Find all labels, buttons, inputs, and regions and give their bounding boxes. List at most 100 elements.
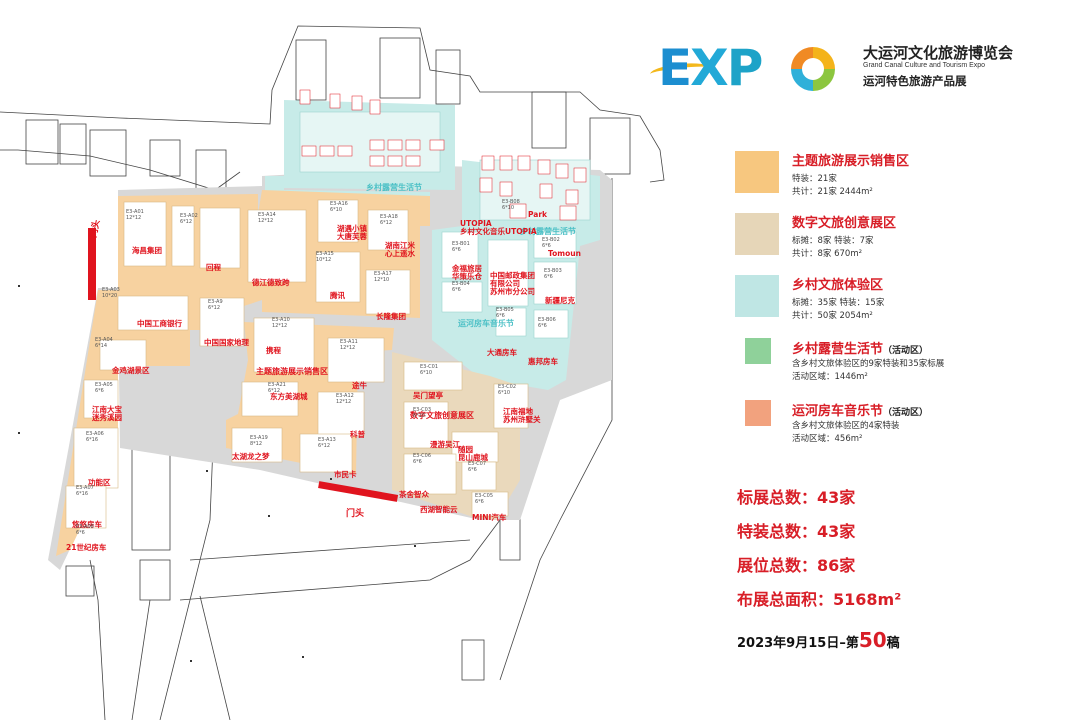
booth-code: E3-A10 12*12 — [272, 317, 290, 329]
booth-code: E3-A01 12*12 — [126, 209, 144, 221]
booth-code: E3-A08 6*6 — [76, 524, 94, 536]
legend-swatch-camping — [745, 338, 771, 364]
booth-code: E3-A17 12*10 — [374, 271, 392, 283]
expo-logo: EXP 大运河文化旅游博览会 Grand Canal Culture and T… — [649, 39, 1058, 100]
logo-o-ring — [791, 47, 835, 91]
booth-name: Park — [528, 210, 548, 219]
legend-title-rural: 乡村文旅体验区 — [792, 278, 884, 293]
booth-code: E3-A16 6*10 — [330, 201, 348, 213]
legend-line: 特装：21家 — [792, 174, 837, 184]
booth-name: 中国邮政集团 有限公司 苏州市分公司 — [490, 271, 535, 296]
booth-name: 江南大宝 迷秀溪园 — [92, 405, 122, 422]
booth-name: 新疆尼克 — [545, 296, 575, 305]
draft-date: 2023年9月15日–第50稿 — [737, 628, 900, 652]
booth-name: 海昌集团 — [132, 246, 162, 255]
legend-swatch-theme — [735, 151, 779, 193]
booth-blocks — [65, 199, 529, 529]
logo-title-cn: 大运河文化旅游博览会 — [863, 44, 1014, 62]
stat-booths: 展位总数：86家 — [737, 556, 856, 575]
legend-swatch-rv — [745, 400, 771, 426]
booth-name: 江南福地 苏州浒墅关 — [503, 407, 541, 424]
booth-code: E3-C05 6*6 — [475, 493, 493, 505]
area-label: 主题旅游展示销售区 — [256, 367, 328, 376]
booth-name: 21世纪房车 — [66, 543, 107, 552]
expo-wordmark: EXP — [658, 39, 763, 97]
booth-code: E3-A11 12*12 — [340, 339, 358, 351]
booth-name: 携程 — [266, 346, 281, 355]
booth-code: E3-A19 8*12 — [250, 435, 268, 447]
booth-code: E3-A06 6*16 — [86, 431, 104, 443]
legend-line: 共计：21家 2444m² — [792, 187, 873, 197]
booth-name: 惠邦房车 — [528, 357, 558, 366]
booth-name: 中国工商银行 — [137, 319, 182, 328]
booth-name: 吴门望亭 — [413, 391, 443, 400]
booth-name: 西湖智能云 — [420, 505, 458, 514]
area-label: 乡村露营生活节 — [366, 183, 422, 192]
legend-line: 含乡村文旅体验区的4家特装 — [792, 421, 900, 431]
booth-code: E3-C02 6*10 — [498, 384, 516, 396]
booth-name: 茶舍智众 — [399, 490, 429, 499]
booth-name: 德江德致跨 — [252, 278, 290, 287]
area-label: 乡村露营生活节 — [520, 227, 576, 236]
legend-line: 标摊：8家 特装：7家 — [792, 236, 874, 246]
floor-plan-drawing — [0, 25, 665, 720]
legend-line: 活动区域：1446m² — [792, 372, 868, 382]
booth-code: E3-A13 6*12 — [318, 437, 336, 449]
bottom-gate-label: 门头 — [346, 509, 365, 519]
area-label: 运河房车音乐节 — [458, 319, 514, 328]
legend-title-theme: 主题旅游展示销售区 — [792, 154, 910, 169]
booth-name: 金鸡湖景区 — [112, 366, 150, 375]
booth-code: E3-A12 12*12 — [336, 393, 354, 405]
legend-line: 标摊：35家 特装：15家 — [792, 298, 885, 308]
legend-swatch-digital — [735, 213, 779, 255]
booth-code: E3-A03 10*20 — [102, 287, 120, 299]
booth-name: Tomoun — [548, 249, 581, 258]
legend-title-camping: 乡村露营生活节（活动区） — [792, 342, 929, 357]
booth-name: 湖南江米 心上遥水 — [385, 241, 415, 258]
booth-name: 回程 — [206, 263, 221, 272]
booth-name: 太湖龙之梦 — [232, 452, 270, 461]
booth-name: 中国国家地理 — [204, 338, 249, 347]
booth-code: E3-B06 6*6 — [538, 317, 556, 329]
logo-title-en: Grand Canal Culture and Tourism Expo — [863, 62, 986, 69]
bottom-gate-bar — [318, 481, 399, 502]
booth-name: MINI汽车 — [472, 513, 507, 522]
booth-code: E3-A21 6*12 — [268, 382, 286, 394]
booth-name: 东方美湖城 — [270, 392, 308, 401]
booth-name: 湖遇小镇 大唐芙蓉 — [337, 224, 367, 241]
stat-area: 布展总面积：5168m² — [737, 590, 902, 609]
booth-code: E3-C07 6*6 — [468, 461, 486, 473]
booth-name: 途牛 — [352, 381, 367, 390]
logo-subtitle-cn: 运河特色旅游产品展 — [863, 74, 967, 88]
booth-code: E3-A02 6*12 — [180, 213, 198, 225]
booth-name: 漫游吴江 — [430, 440, 460, 449]
legend-line: 共计：8家 670m² — [792, 249, 863, 259]
booth-name: 随园 昆山鹿城 — [458, 445, 488, 462]
booth-code: E3-B01 6*6 — [452, 241, 470, 253]
booth-name: 功能区 — [88, 478, 111, 487]
booth-code: E3-A15 10*12 — [316, 251, 334, 263]
stat-special: 特装总数：43家 — [737, 522, 856, 541]
booth-code: E3-B04 6*6 — [452, 281, 470, 293]
booth-code: E3-A04 6*14 — [95, 337, 113, 349]
booth-code: E3-A05 6*6 — [95, 382, 113, 394]
booth-code: E3-A18 6*12 — [380, 214, 398, 226]
legend-title-rv: 运河房车音乐节（活动区） — [792, 404, 929, 419]
booth-code: E3-B08 6*10 — [502, 199, 520, 211]
legend-line: 共计：50家 2054m² — [792, 311, 873, 321]
legend-title-digital: 数字文旅创意展区 — [792, 216, 897, 231]
legend-line: 活动区域：456m² — [792, 434, 863, 444]
floor-plan-map: 门头 门头 乡村露营生活节乡村露营生活节运河房车音乐节数字文旅创意展区主题旅游展… — [0, 25, 665, 720]
booth-name: 科普 — [350, 430, 365, 439]
booth-name: 金福旅居 华策乐仓 — [452, 264, 482, 281]
booth-code: E3-A07 6*16 — [76, 485, 94, 497]
booth-name: 悠悠房车 — [72, 520, 102, 529]
legend-swatch-rural — [735, 275, 779, 317]
stat-standard: 标展总数：43家 — [737, 488, 856, 507]
booth-code: E3-C03 6*10 — [413, 407, 431, 419]
booth-name: 长隆集团 — [376, 312, 406, 321]
booth-name: 大通房车 — [487, 348, 517, 357]
booth-code: E3-B02 6*6 — [542, 237, 560, 249]
booth-name: 市民卡 — [334, 470, 357, 479]
booth-name: UTOPIA 乡村文化音乐UTOPIA — [460, 219, 537, 236]
